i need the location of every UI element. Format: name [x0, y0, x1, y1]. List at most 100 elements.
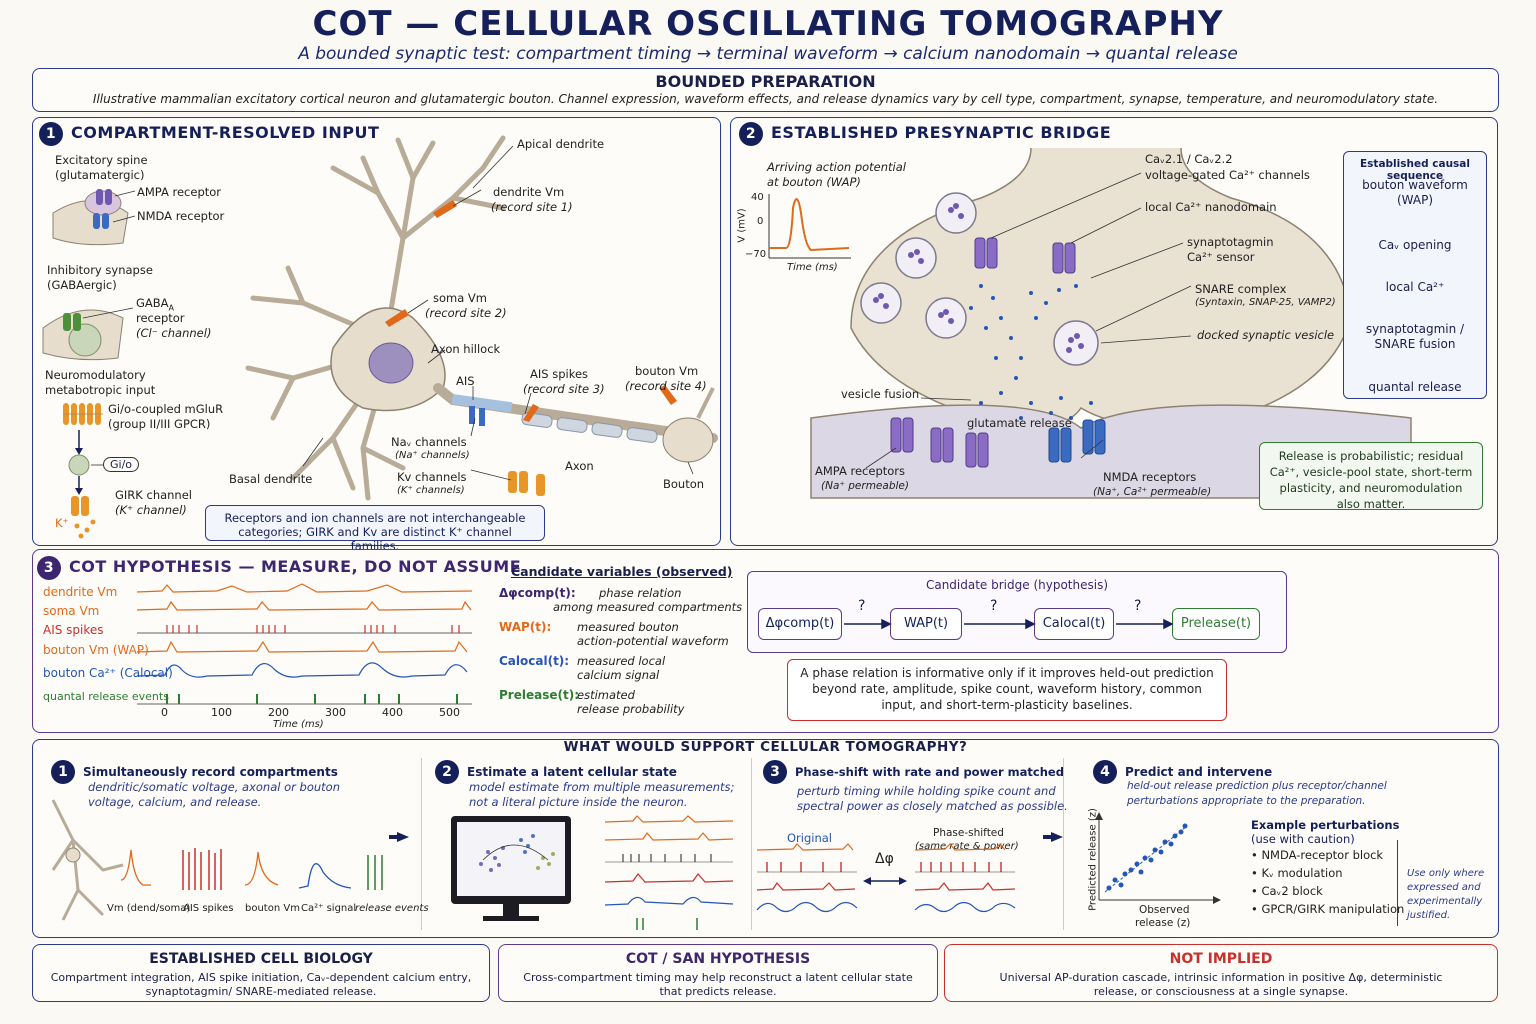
candidate-title: Candidate variables (observed) — [511, 564, 733, 579]
cand-symbol: Calocal(t): — [499, 654, 570, 668]
bouton-label: Bouton — [663, 477, 705, 491]
bridge-q: ? — [858, 598, 866, 614]
pert-title-2: (use with caution) — [1251, 832, 1355, 846]
step1-desc: dendritic/somatic voltage, axonal or bou… — [88, 780, 340, 794]
thumb-label: release events — [355, 903, 429, 914]
post-ampa-label-2: (Na⁺ permeable) — [821, 480, 909, 492]
cand-desc: estimated — [577, 688, 635, 702]
record-site-1: (record site 1) — [491, 200, 573, 214]
bounded-text: Illustrative mammalian excitatory cortic… — [92, 92, 1439, 106]
panel1-note: Receptors and ion channels are not inter… — [205, 505, 545, 553]
bridge-node-dphi: Δφcomp(t) — [758, 608, 842, 640]
inhib-title: Inhibitory synapse — [47, 263, 153, 277]
x-axis-label: Time (ms) — [273, 719, 324, 730]
trace-plot — [137, 583, 473, 705]
bounded-preparation-panel: BOUNDED PREPARATION Illustrative mammali… — [32, 68, 1499, 112]
nmda-receptor-label: NMDA receptor — [137, 209, 225, 223]
kv-label: Kv channels — [397, 470, 467, 484]
ais-label: AIS — [456, 374, 475, 388]
pert-item: • NMDA-receptor block — [1251, 848, 1384, 862]
trace-calcium — [137, 662, 468, 678]
trace-label-dendrite: dendrite Vm — [43, 585, 118, 599]
step1-desc-2: voltage, calcium, and release. — [88, 795, 262, 809]
panel-support-tomography: WHAT WOULD SUPPORT CELLULAR TOMOGRAPHY? … — [32, 739, 1499, 938]
bounded-heading: BOUNDED PREPARATION — [655, 72, 876, 91]
kv-label-2: (K⁺ channels) — [397, 485, 465, 496]
not-implied-heading: NOT IMPLIED — [1169, 951, 1273, 967]
phase-shift-traces — [756, 832, 1063, 913]
apical-dendrite-label: Apical dendrite — [517, 137, 605, 151]
x-tick: 300 — [325, 706, 346, 719]
snare-label-2: (Syntaxin, SNAP-25, VAMP2) — [1195, 297, 1336, 308]
footer-established: ESTABLISHED CELL BIOLOGY Compartment int… — [32, 944, 490, 1002]
latent-state-monitor — [451, 815, 734, 930]
ap-y-bot: −70 — [745, 249, 767, 260]
trace-label-bouton: bouton Vm (WAP) — [43, 643, 149, 657]
gaba-label-2: receptor — [136, 311, 185, 325]
thumb-label: Ca²⁺ signal — [301, 903, 357, 914]
record-site-4: (record site 4) — [625, 379, 707, 393]
nav-label: Naᵥ channels — [391, 435, 467, 449]
page-title: COT — CELLULAR OSCILLATING TOMOGRAPHY — [312, 4, 1224, 44]
ap-y-mid: 0 — [757, 216, 764, 227]
kplus-label: K⁺ — [55, 516, 69, 530]
seq-item: synaptotagmin / — [1365, 322, 1465, 336]
gaba-label: GABAA — [136, 296, 175, 313]
inhib-subtitle: (GABAergic) — [47, 278, 117, 292]
pert-item: • Caᵥ2 block — [1251, 884, 1323, 898]
bridge-q: ? — [990, 598, 998, 614]
cand-desc: action-potential waveform — [577, 634, 729, 648]
neuron-illustration — [42, 135, 718, 539]
seq-item: (WAP) — [1396, 193, 1434, 207]
cot-heading: COT / SAN HYPOTHESIS — [625, 951, 811, 967]
not-implied-text: Universal AP-duration cascade, intrinsic… — [999, 971, 1443, 998]
trace-soma — [137, 600, 472, 611]
trace-label-ais: AIS spikes — [43, 623, 104, 637]
caveat: Use only where — [1407, 868, 1485, 879]
cav-label: Caᵥ2.1 / Caᵥ2.2 — [1145, 152, 1233, 166]
original-label: Original — [787, 831, 833, 845]
soma-vm-label: soma Vm — [433, 291, 488, 305]
step3-desc-2: spectral power as closely matched as pos… — [797, 799, 1068, 813]
seq-item: quantal release — [1368, 380, 1462, 394]
nav-label-2: (Na⁺ channels) — [395, 450, 470, 461]
step4-desc-2: perturbations appropriate to the prepara… — [1127, 795, 1366, 807]
bridge-node-wap: WAP(t) — [890, 608, 962, 640]
syt-label: synaptotagmin — [1187, 235, 1274, 249]
divider — [1063, 758, 1064, 930]
gio-label: Gi/o-coupled mGluR — [108, 402, 224, 416]
established-text: Compartment integration, AIS spike initi… — [50, 971, 472, 998]
cand-symbol: WAP(t): — [499, 620, 552, 634]
prediction-warning: A phase relation is informative only if … — [787, 659, 1227, 721]
bridge-q: ? — [1134, 598, 1142, 614]
seq-item: local Ca²⁺ — [1385, 280, 1445, 294]
trace-label-calcium: bouton Ca²⁺ (Calocal) — [43, 666, 173, 680]
divider — [421, 758, 422, 930]
dendrite-vm-label: dendrite Vm — [493, 185, 565, 199]
seq-item: Caᵥ opening — [1378, 238, 1452, 252]
caveat: justified. — [1407, 910, 1451, 921]
x-tick: 500 — [439, 706, 460, 719]
post-ampa-label: AMPA receptors — [815, 464, 906, 478]
thumb-label: AIS spikes — [183, 903, 234, 914]
cand-desc: among measured compartments — [553, 600, 743, 614]
cand-desc: calcium signal — [577, 668, 660, 682]
shifted-label: Phase-shifted — [933, 827, 1004, 839]
synapse-illustration — [768, 147, 1418, 499]
step2-desc-2: not a literal picture inside the neuron. — [469, 795, 688, 809]
page-subtitle: A bounded synaptic test: compartment tim… — [298, 44, 1238, 64]
obs-x-label: Observed — [1139, 904, 1190, 916]
neuromod-subtitle: metabotropic input — [45, 383, 156, 397]
axon-hillock-label: Axon hillock — [431, 342, 501, 356]
cand-desc: release probability — [577, 702, 685, 716]
thumb-label: Vm (dend/soma) — [107, 903, 191, 914]
obs-x-label-2: release (z) — [1135, 917, 1191, 929]
step3-desc: perturb timing while holding spike count… — [797, 784, 1056, 798]
basal-dendrite-label: Basal dendrite — [229, 472, 313, 486]
docked-vesicle-label: docked synaptic vesicle — [1197, 328, 1335, 342]
